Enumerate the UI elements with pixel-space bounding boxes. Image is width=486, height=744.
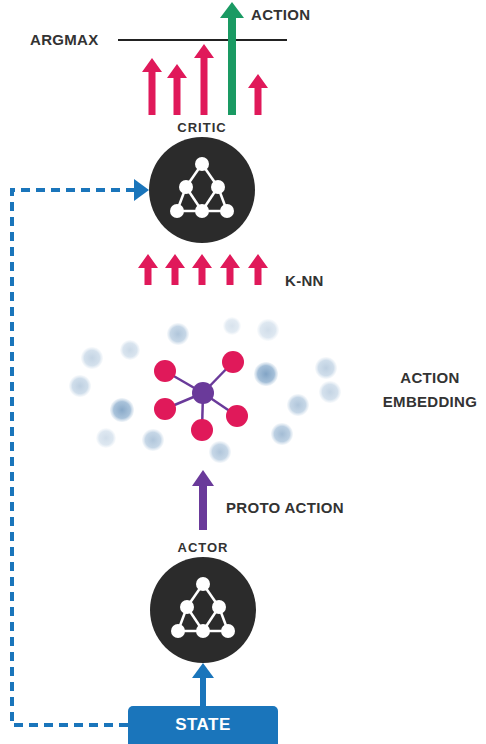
node-title: ACTOR [130, 540, 276, 555]
critic-circle: CRITIC [149, 137, 255, 243]
network-icon [150, 557, 256, 663]
argmax-line [118, 39, 287, 41]
flow-arrow [12, 179, 149, 725]
state-box: STATE [128, 706, 278, 744]
critic-output-arrows [142, 44, 268, 115]
proto-action-label: PROTO ACTION [226, 499, 386, 516]
embedding-points [69, 317, 341, 463]
flow-arrow [192, 663, 214, 706]
action-arrow [220, 2, 244, 115]
knn-arrows [138, 254, 268, 285]
network-icon [149, 137, 255, 243]
actor-circle: ACTOR [150, 557, 256, 663]
node-title: CRITIC [129, 120, 275, 135]
nearest-neighbours [154, 351, 248, 441]
output-label: ACTION [251, 6, 341, 23]
proto-action-point [192, 382, 214, 404]
embedding-label: ACTION EMBEDDING [378, 366, 482, 414]
node-title: STATE [175, 715, 231, 735]
proto-action-arrow [192, 470, 214, 530]
knn-label: K-NN [285, 272, 345, 289]
argmax-label: ARGMAX [30, 31, 120, 48]
